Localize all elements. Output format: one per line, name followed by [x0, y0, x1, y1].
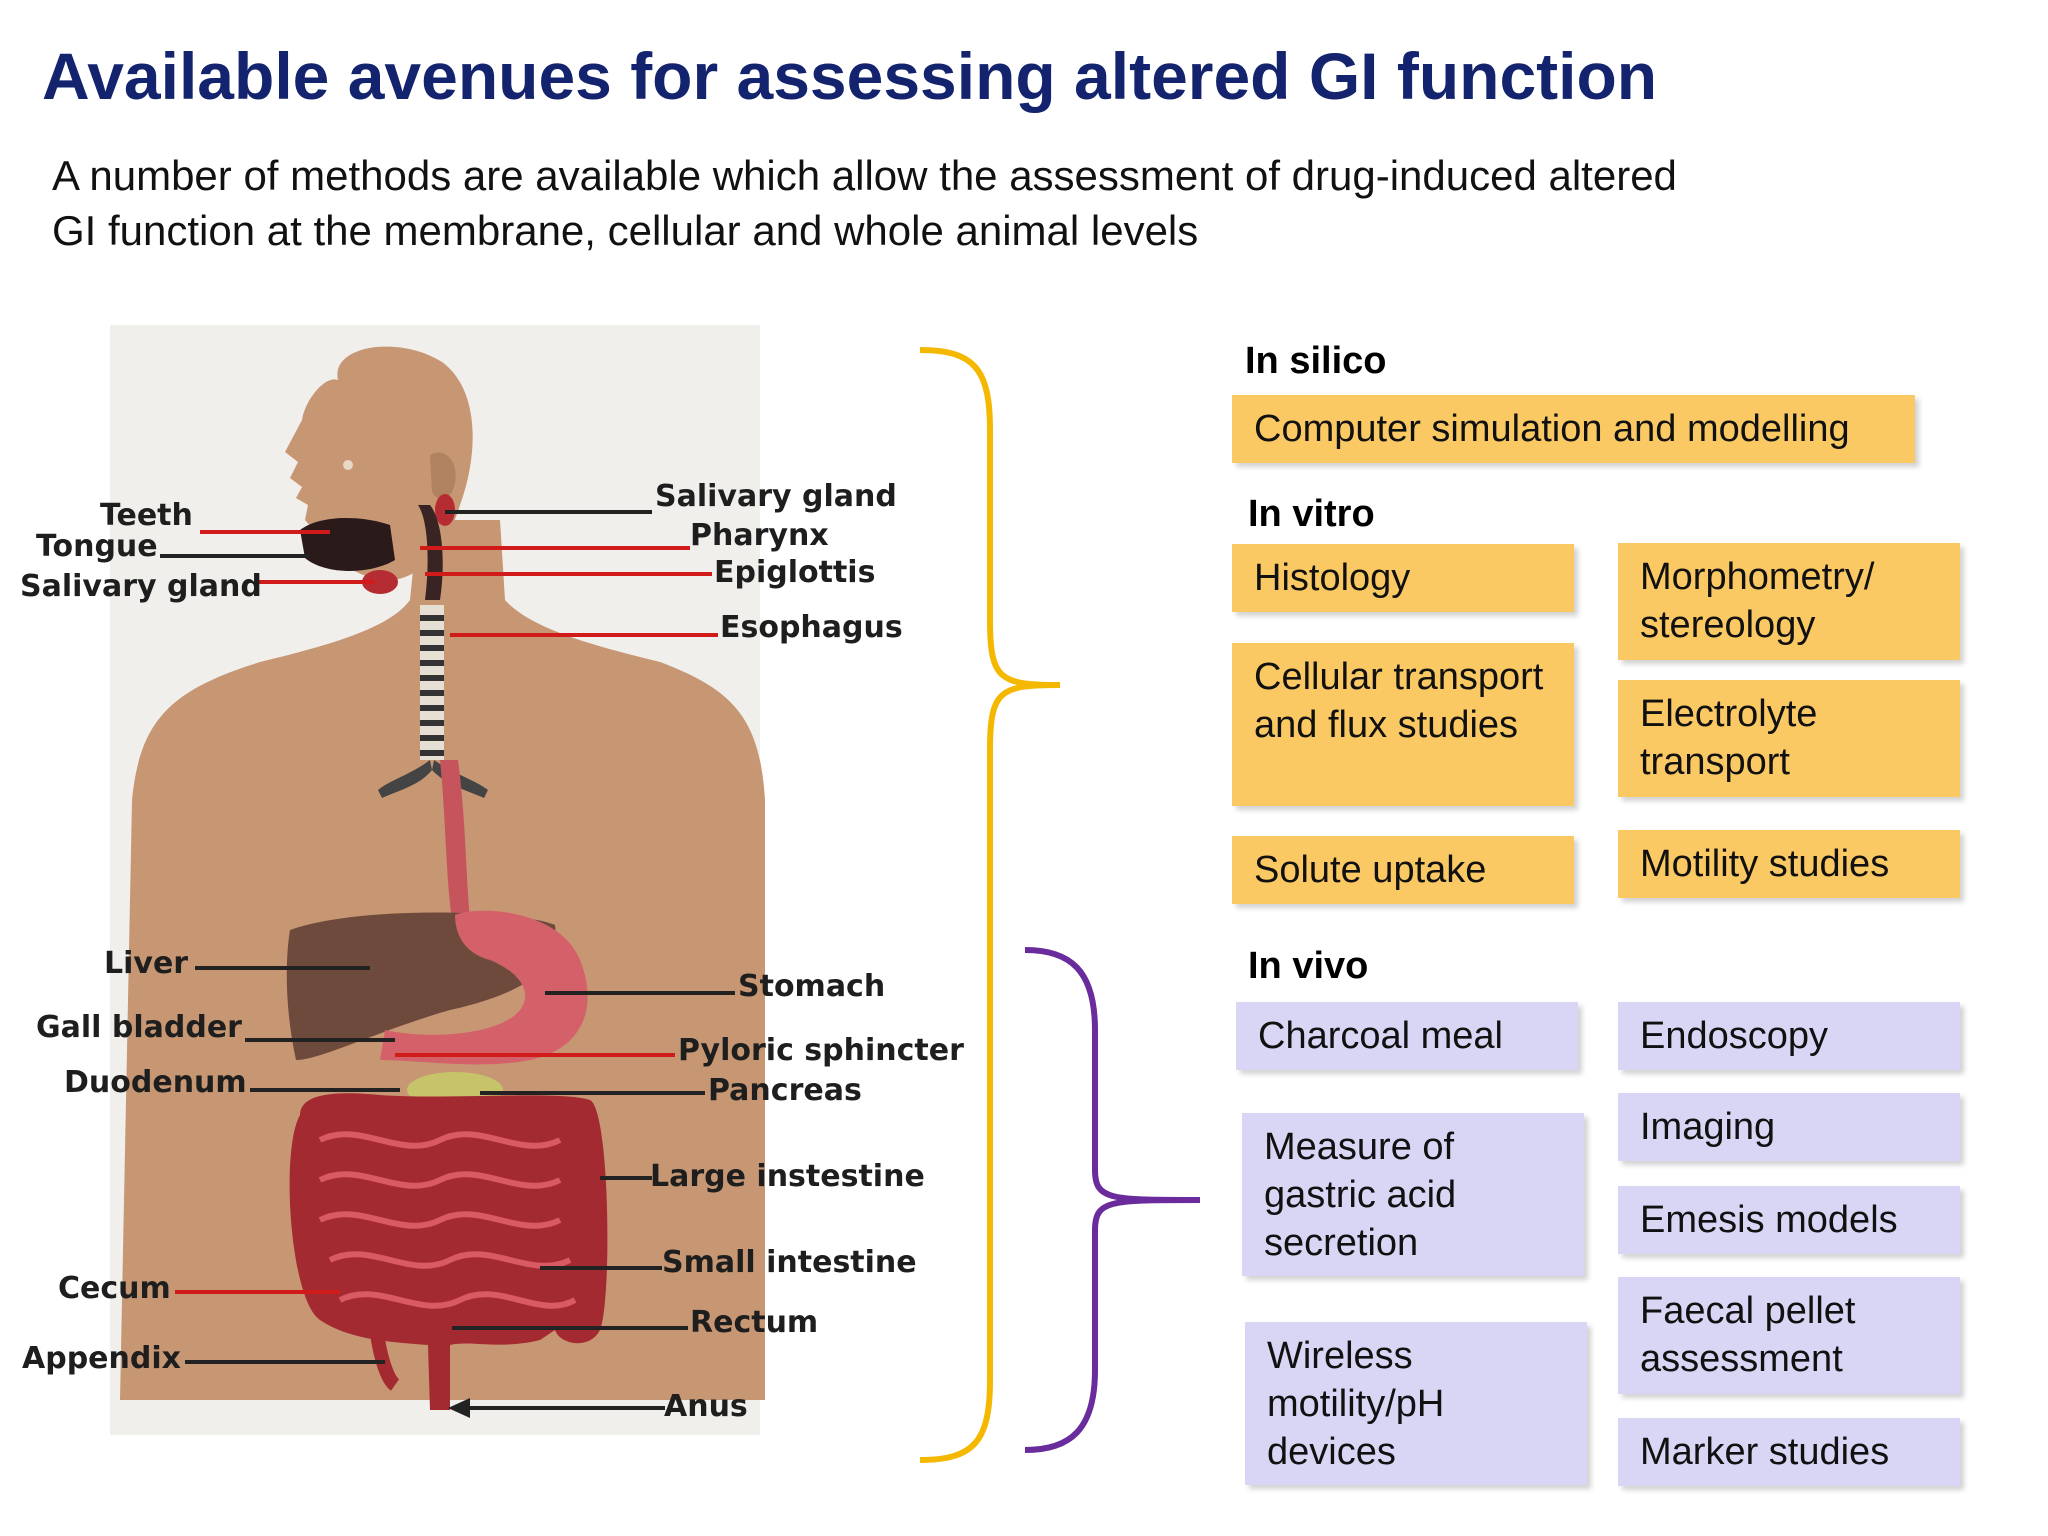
eye [343, 460, 353, 470]
label-cecum: Cecum [58, 1271, 171, 1306]
method-computer-simulation: Computer simulation and modelling [1232, 395, 1915, 463]
purple-brace [1024, 947, 1201, 1453]
label-pharynx: Pharynx [690, 518, 829, 553]
label-large-intestine: Large instestine [650, 1159, 925, 1194]
intestine-loops [318, 1131, 577, 1309]
label-appendix: Appendix [22, 1341, 181, 1376]
method-gastric-acid-secretion: Measure of gastric acid secretion [1242, 1113, 1584, 1276]
stomach-shape [380, 910, 588, 1065]
label-pyloric-sphincter: Pyloric sphincter [678, 1033, 964, 1068]
label-salivary-gland-left: Salivary gland [20, 569, 262, 604]
salivary-gland-shape [362, 570, 398, 594]
method-marker-studies: Marker studies [1618, 1418, 1960, 1486]
bronchus-left [378, 760, 432, 798]
subtitle-line-2: GI function at the membrane, cellular an… [52, 207, 1199, 254]
label-tongue: Tongue [36, 529, 158, 564]
yellow-brace [919, 347, 1061, 1463]
method-imaging: Imaging [1618, 1093, 1960, 1161]
method-emesis-models: Emesis models [1618, 1186, 1960, 1254]
pharynx-shape [418, 505, 443, 600]
method-charcoal-meal: Charcoal meal [1236, 1002, 1578, 1070]
intestine-mass [289, 1093, 608, 1410]
method-cellular-transport: Cellular transport and flux studies [1232, 643, 1574, 806]
label-rectum: Rectum [690, 1305, 818, 1340]
method-solute-uptake: Solute uptake [1232, 836, 1574, 904]
subtitle-line-1: A number of methods are available which … [52, 152, 1677, 199]
method-motility-studies: Motility studies [1618, 830, 1960, 898]
esophagus-shape [440, 760, 470, 920]
in-silico-heading: In silico [1245, 340, 1387, 382]
anus-arrow-head [448, 1398, 470, 1418]
label-duodenum: Duodenum [64, 1065, 247, 1100]
label-teeth: Teeth [100, 498, 193, 533]
method-morphometry: Morphometry/ stereology [1618, 543, 1960, 660]
in-vitro-heading: In vitro [1248, 493, 1375, 535]
trachea-rings [420, 615, 444, 756]
method-histology: Histology [1232, 544, 1574, 612]
label-small-intestine: Small intestine [662, 1245, 917, 1280]
grouping-braces [919, 347, 1201, 1463]
method-electrolyte-transport: Electrolyte transport [1618, 680, 1960, 797]
label-pancreas: Pancreas [708, 1073, 862, 1108]
leader-lines [160, 510, 735, 1410]
in-vivo-heading: In vivo [1248, 945, 1369, 987]
label-gall-bladder: Gall bladder [36, 1010, 242, 1045]
label-anus: Anus [664, 1389, 748, 1424]
ear [430, 452, 456, 499]
label-esophagus: Esophagus [720, 610, 903, 645]
label-liver: Liver [104, 946, 188, 981]
slide-subtitle: A number of methods are available which … [52, 148, 1952, 258]
method-wireless-devices: Wireless motility/pH devices [1245, 1322, 1587, 1485]
label-stomach: Stomach [738, 969, 885, 1004]
label-epiglottis: Epiglottis [714, 555, 875, 590]
oral-cavity [300, 518, 395, 572]
method-faecal-pellet: Faecal pellet assessment [1618, 1277, 1960, 1394]
digestive-system-diagram: Teeth Tongue Salivary gland Salivary gla… [20, 325, 964, 1435]
method-endoscopy: Endoscopy [1618, 1002, 1960, 1070]
appendix-shape [368, 1319, 400, 1391]
slide-title: Available avenues for assessing altered … [42, 39, 1658, 113]
label-salivary-gland-right: Salivary gland [655, 479, 897, 514]
